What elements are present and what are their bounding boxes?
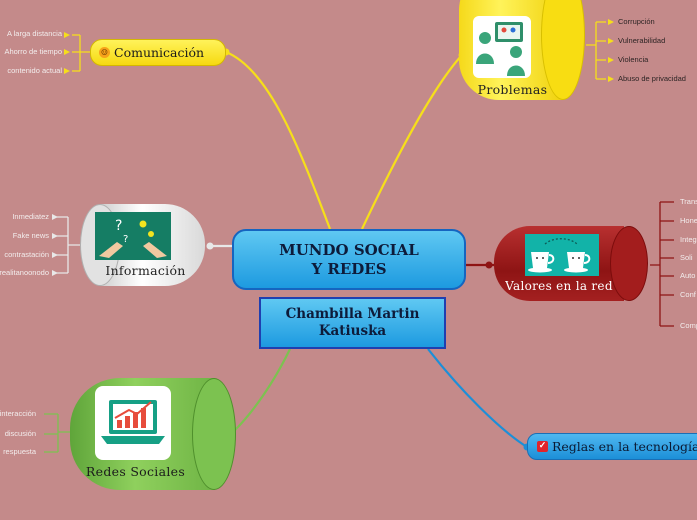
leaf-comunicacion-2[interactable]: Ahorro de tiempo [4, 47, 62, 56]
svg-text:?: ? [123, 234, 128, 245]
leaf-informacion-1[interactable]: Inmediatez [12, 212, 49, 221]
leaf-valores-1[interactable]: Transp [680, 197, 697, 206]
svg-text:?: ? [115, 218, 122, 234]
leaf-redes-1[interactable]: interacción [0, 409, 36, 418]
leaf-informacion-4[interactable]: realitanoonodo [0, 268, 49, 277]
topic-problemas[interactable]: Problemas [459, 0, 586, 100]
leaf-redes-2[interactable]: discusión [4, 429, 36, 438]
coffee-cups-icon [525, 234, 599, 276]
central-topic[interactable]: MUNDO SOCIAL Y REDES [232, 229, 466, 290]
topic-informacion[interactable]: ? ? Información [80, 204, 205, 286]
topic-comunicacion-label: Comunicación [114, 45, 205, 60]
leaf-valores-6[interactable]: Conf [680, 290, 696, 299]
topic-informacion-label: Información [105, 263, 186, 278]
leaf-problemas-2[interactable]: Vulnerabilidad [618, 36, 666, 45]
leaf-valores-2[interactable]: Hone [680, 216, 697, 225]
author-name: Chambilla Martin Katiuska [285, 306, 420, 339]
leaf-comunicacion-1[interactable]: A larga distancia [6, 29, 62, 38]
topic-valores-label: Valores en la red [505, 279, 613, 293]
leaf-valores-3[interactable]: Integ [680, 235, 697, 244]
author-box[interactable]: Chambilla Martin Katiuska [259, 297, 446, 349]
question-hands-icon: ? ? [95, 212, 171, 260]
leaf-problemas-1[interactable]: Corrupción [618, 17, 655, 26]
laptop-growth-icon [95, 386, 171, 460]
leaf-comunicacion-3[interactable]: contenido actual [7, 66, 62, 75]
topic-redes-sociales[interactable]: Redes Sociales [70, 378, 236, 490]
topic-comunicacion[interactable]: ☺ Comunicación [90, 39, 226, 66]
leaf-problemas-3[interactable]: Violencia [618, 55, 649, 64]
leaf-informacion-3[interactable]: contrastación [4, 250, 49, 259]
topic-problemas-label: Problemas [477, 82, 548, 97]
topic-redes-label: Redes Sociales [85, 464, 186, 479]
checkbox-icon: ✓ [537, 441, 548, 452]
smiley-icon: ☺ [99, 47, 110, 58]
leaf-redes-3[interactable]: respuesta [3, 447, 36, 456]
video-call-icon [473, 16, 531, 78]
topic-valores[interactable]: Valores en la red [494, 226, 650, 301]
topic-reglas[interactable]: ✓ Reglas en la tecnología [527, 433, 697, 460]
leaf-valores-7[interactable]: Comp [680, 321, 697, 330]
central-topic-title: MUNDO SOCIAL Y REDES [279, 240, 419, 278]
leaf-valores-5[interactable]: Auto [680, 271, 696, 280]
leaf-valores-4[interactable]: Soli [680, 253, 693, 262]
topic-reglas-label: Reglas en la tecnología [552, 439, 697, 454]
leaf-problemas-4[interactable]: Abuso de privacidad [618, 74, 686, 83]
leaf-informacion-2[interactable]: Fake news [12, 231, 49, 240]
